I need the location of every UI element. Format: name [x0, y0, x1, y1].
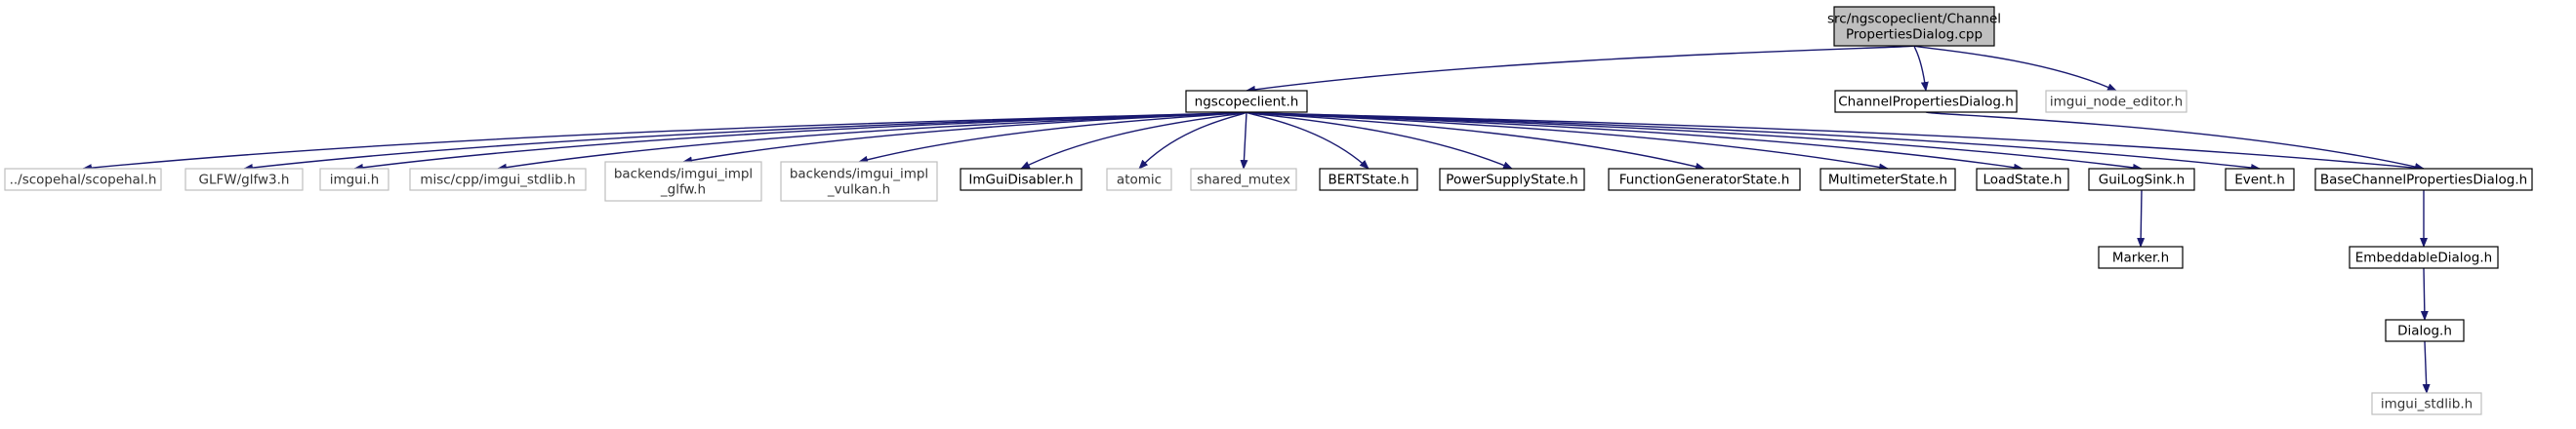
- node-label: src/ngscopeclient/Channel: [1827, 12, 2001, 27]
- node-label: Marker.h: [2112, 251, 2169, 266]
- node-box: [319, 168, 389, 191]
- node-box: [4, 168, 162, 191]
- node-basechannelpropertiesdialog-h[interactable]: BaseChannelPropertiesDialog.h: [2314, 168, 2533, 191]
- node-loadstate-h[interactable]: LoadState.h: [1976, 168, 2069, 191]
- edge-ngscopeclient-h-to-imgui-impl-glfw: [682, 111, 1247, 165]
- node-imgui-stdlib-misc: misc/cpp/imgui_stdlib.h: [409, 168, 587, 191]
- node-box: [2385, 319, 2465, 342]
- node-label: BaseChannelPropertiesDialog.h: [2320, 173, 2527, 188]
- node-box: [1106, 168, 1172, 191]
- node-box: [1976, 168, 2069, 191]
- node-label: ../scopehal/scopehal.h: [10, 173, 157, 188]
- edge-root-to-channelpropertiesdialog-h: [1913, 45, 1929, 92]
- node-box: [2371, 392, 2482, 415]
- node-label: atomic: [1117, 173, 1162, 188]
- edge-ngscopeclient-h-to-basechannelpropertiesdialog-h: [1246, 111, 2425, 173]
- node-label: shared_mutex: [1197, 173, 1290, 188]
- node-imgui-node-editor-h: imgui_node_editor.h: [2045, 90, 2188, 113]
- node-box: [1439, 168, 1585, 191]
- node-bertstate-h[interactable]: BERTState.h: [1319, 168, 1418, 191]
- node-root[interactable]: src/ngscopeclient/ChannelPropertiesDialo…: [1827, 6, 2001, 47]
- node-label: GLFW/glfw3.h: [199, 173, 290, 188]
- node-label: BERTState.h: [1328, 173, 1409, 188]
- node-box: [1319, 168, 1418, 191]
- node-event-h[interactable]: Event.h: [2225, 168, 2295, 191]
- node-imgui-stdlib-h: imgui_stdlib.h: [2371, 392, 2482, 415]
- edge-ngscopeclient-h-to-guilogsink-h: [1246, 111, 2143, 172]
- edge-guilogsink-h-to-marker-h: [2137, 189, 2146, 248]
- node-dialog-h[interactable]: Dialog.h: [2385, 319, 2465, 342]
- node-guilogsink-h[interactable]: GuiLogSink.h: [2088, 168, 2195, 191]
- node-label: PowerSupplyState.h: [1446, 173, 1577, 188]
- node-multimeterstate-h[interactable]: MultimeterState.h: [1820, 168, 1956, 191]
- node-box: [1190, 168, 1297, 191]
- node-box: [2314, 168, 2533, 191]
- node-box: [2349, 246, 2499, 269]
- node-label: EmbeddableDialog.h: [2355, 251, 2492, 266]
- node-label: _vulkan.h: [827, 182, 890, 198]
- node-channelpropertiesdialog-h[interactable]: ChannelPropertiesDialog.h: [1834, 90, 2018, 113]
- node-box: [184, 168, 304, 191]
- node-functiongeneratorstate-h[interactable]: FunctionGeneratorState.h: [1608, 168, 1801, 191]
- edge-embeddabledialog-h-to-dialog-h: [2420, 267, 2429, 321]
- node-shared-mutex: shared_mutex: [1190, 168, 1297, 191]
- node-imgui-impl-glfw: backends/imgui_impl_glfw.h: [604, 161, 762, 202]
- node-ngscopeclient-h[interactable]: ngscopeclient.h: [1185, 90, 1308, 113]
- node-label: _glfw.h: [660, 182, 706, 198]
- node-glfw3-h: GLFW/glfw3.h: [184, 168, 304, 191]
- node-box: [1608, 168, 1801, 191]
- edge-ngscopeclient-h-to-atomic: [1138, 111, 1247, 170]
- node-label: Dialog.h: [2397, 324, 2452, 339]
- edge-root-to-imgui-node-editor-h: [1913, 45, 2117, 92]
- node-imgui-h: imgui.h: [319, 168, 389, 191]
- node-label: ImGuiDisabler.h: [968, 173, 1073, 188]
- node-box: [1833, 6, 1995, 47]
- node-marker-h[interactable]: Marker.h: [2098, 246, 2184, 269]
- node-box: [2225, 168, 2295, 191]
- edge-ngscopeclient-h-to-imgui-impl-vulkan: [858, 111, 1247, 164]
- node-label: imgui_node_editor.h: [2050, 95, 2183, 110]
- node-label: PropertiesDialog.cpp: [1846, 27, 1983, 43]
- node-imguidisabler-h[interactable]: ImGuiDisabler.h: [960, 168, 1083, 191]
- edge-ngscopeclient-h-to-shared-mutex: [1240, 111, 1248, 170]
- edge-root-to-ngscopeclient-h: [1246, 45, 1915, 94]
- node-label: GuiLogSink.h: [2099, 173, 2185, 188]
- node-atomic: atomic: [1106, 168, 1172, 191]
- node-label: FunctionGeneratorState.h: [1619, 173, 1790, 188]
- node-box: [1185, 90, 1308, 113]
- node-label: imgui.h: [330, 173, 380, 188]
- node-powersupplystate-h[interactable]: PowerSupplyState.h: [1439, 168, 1585, 191]
- node-box: [2045, 90, 2188, 113]
- node-box: [1834, 90, 2018, 113]
- node-label: MultimeterState.h: [1828, 173, 1947, 188]
- node-box: [780, 161, 938, 202]
- node-label: backends/imgui_impl: [790, 167, 928, 182]
- edge-dialog-h-to-imgui-stdlib-h: [2422, 340, 2431, 394]
- node-label: misc/cpp/imgui_stdlib.h: [420, 173, 575, 188]
- edge-ngscopeclient-h-to-imguidisabler-h: [1020, 111, 1247, 170]
- node-embeddabledialog-h[interactable]: EmbeddableDialog.h: [2349, 246, 2499, 269]
- node-label: backends/imgui_impl: [614, 167, 753, 182]
- node-label: ChannelPropertiesDialog.h: [1838, 95, 2014, 110]
- node-label: imgui_stdlib.h: [2381, 397, 2473, 412]
- node-imgui-impl-vulkan: backends/imgui_impl_vulkan.h: [780, 161, 938, 202]
- edge-ngscopeclient-h-to-bertstate-h: [1246, 111, 1370, 170]
- edge-ngscopeclient-h-to-multimeterstate-h: [1246, 111, 1889, 172]
- node-box: [2088, 168, 2195, 191]
- edge-channelpropertiesdialog-h-to-basechannelpropertiesdialog-h: [1925, 111, 2425, 171]
- node-box: [2098, 246, 2184, 269]
- node-box: [960, 168, 1083, 191]
- edge-ngscopeclient-h-to-imgui-h: [353, 111, 1247, 172]
- node-box: [1820, 168, 1956, 191]
- node-label: Event.h: [2234, 173, 2285, 188]
- node-label: LoadState.h: [1983, 173, 2063, 188]
- node-scopehal-h: ../scopehal/scopehal.h: [4, 168, 162, 191]
- node-label: ngscopeclient.h: [1195, 95, 1299, 110]
- node-box: [604, 161, 762, 202]
- node-box: [409, 168, 587, 191]
